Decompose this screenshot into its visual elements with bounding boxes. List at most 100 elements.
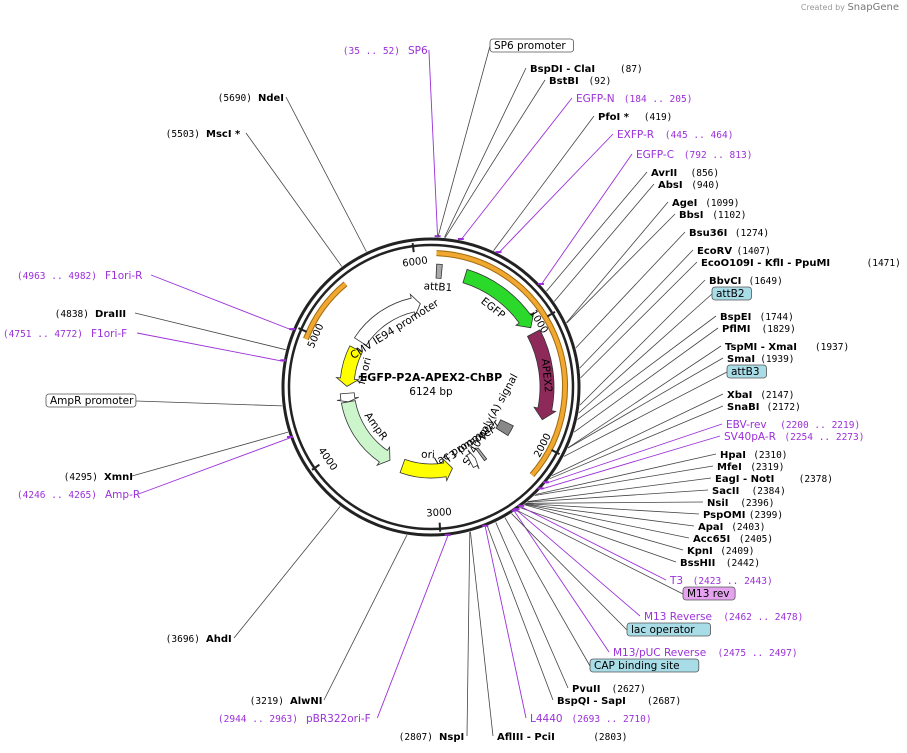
enzyme-bspqi-sapi[interactable]: BspQI - SapI(2687) — [557, 696, 681, 707]
primer-amp-r[interactable]: (4246 .. 4265)Amp-R — [17, 489, 140, 501]
enzyme-pflmi[interactable]: PflMI(1829) — [722, 324, 796, 335]
enzyme-nsii[interactable]: NsiI(2396) — [707, 498, 775, 509]
primer-range: (4751 .. 4772) — [3, 329, 83, 340]
enzyme-nspi[interactable]: (2807)NspI — [399, 732, 465, 743]
feature-arrow[interactable] — [353, 293, 421, 346]
enzyme-msci[interactable]: (5503)MscI * — [166, 129, 241, 140]
enzyme-position: (2803) — [593, 732, 627, 743]
enzyme-acc65i[interactable]: Acc65I(2405) — [693, 534, 773, 545]
enzyme-pvuii[interactable]: PvuII(2627) — [572, 684, 646, 695]
enzyme-name: PvuII — [572, 684, 600, 695]
boxed-ampr-promoter[interactable]: AmpR promoter — [45, 393, 137, 408]
enzyme-position: (2687) — [647, 696, 681, 707]
feature-arrow[interactable] — [475, 447, 488, 462]
enzyme-bbsi[interactable]: BbsI(1102) — [679, 210, 747, 221]
enzyme-bbvci[interactable]: BbvCI(1649) — [709, 276, 783, 287]
primer-f1ori-f[interactable]: (4751 .. 4772)F1ori-F — [3, 328, 127, 340]
primer-m13-puc-reverse[interactable]: M13/pUC Reverse(2475 .. 2497) — [613, 647, 798, 659]
primer-egfp-c[interactable]: EGFP-C(792 .. 813) — [636, 149, 752, 161]
box-leader — [437, 45, 491, 238]
primer-pbr322ori-f[interactable]: (2944 .. 2963)pBR322ori-F — [218, 713, 371, 725]
boxed-cap-binding-site[interactable]: CAP binding site — [589, 658, 700, 673]
enzyme-name: EcoRV — [697, 246, 732, 257]
enzyme-smai[interactable]: SmaI(1939) — [727, 354, 795, 365]
enzyme-ecoo109i-kfli-ppumi[interactable]: EcoO109I - KflI - PpuMI(1471) — [701, 258, 901, 269]
primer-name: M13 Reverse — [644, 611, 712, 623]
enzyme-leader — [524, 503, 690, 539]
enzyme-name: AbsI — [658, 180, 683, 191]
enzyme-snabi[interactable]: SnaBI(2172) — [727, 402, 801, 413]
feature-ori[interactable]: ori — [399, 449, 453, 483]
enzyme-apai[interactable]: ApaI(2403) — [698, 522, 766, 533]
enzyme-pspomi[interactable]: PspOMI(2399) — [703, 510, 783, 521]
scale-tick-mark — [298, 327, 308, 333]
enzyme-leader — [566, 213, 676, 324]
primer-sp6[interactable]: (35 .. 52)SP6 — [343, 45, 428, 57]
enzyme-absi[interactable]: AbsI(940) — [658, 180, 720, 191]
enzyme-alwni[interactable]: (3219)AlwNI — [250, 696, 323, 707]
enzyme-position: (5690) — [218, 93, 252, 104]
primer-t3[interactable]: T3(2423 .. 2443) — [669, 575, 773, 587]
enzyme-afliii-pcii[interactable]: AflIII - PciI(2803) — [497, 732, 628, 743]
primer-leader — [540, 435, 721, 490]
enzyme-avrii[interactable]: AvrII(856) — [651, 168, 719, 179]
boxed-sp6-promoter[interactable]: SP6 promoter — [489, 38, 574, 53]
primer-exfp-r[interactable]: EXFP-R(445 .. 464) — [617, 129, 733, 141]
enzyme-sacii[interactable]: SacII(2384) — [712, 486, 786, 497]
enzyme-kpni[interactable]: KpnI(2409) — [687, 546, 755, 557]
enzyme-ahdi[interactable]: (3696)AhdI — [166, 634, 232, 645]
primer-egfp-n[interactable]: EGFP-N(184 .. 205) — [576, 93, 692, 105]
feature-arrow[interactable] — [340, 400, 391, 467]
boxed-attb2[interactable]: attB2 — [711, 286, 752, 301]
primer-range: (2944 .. 2963) — [218, 714, 298, 725]
primer-sv40pa-r[interactable]: SV40pA-R(2254 .. 2273) — [724, 431, 864, 443]
enzyme-bsu36i[interactable]: Bsu36I(1274) — [689, 228, 769, 239]
enzyme-agei[interactable]: AgeI(1099) — [672, 198, 740, 209]
feature-arrow[interactable] — [399, 457, 453, 483]
primer-m13-reverse[interactable]: M13 Reverse(2462 .. 2478) — [644, 611, 803, 623]
feature-ampr[interactable]: AmpR — [340, 400, 391, 467]
enzyme-ndei[interactable]: (5690)NdeI — [218, 93, 284, 104]
boxed-lac-operator[interactable]: lac operator — [626, 622, 711, 637]
feature-arrow[interactable] — [495, 419, 514, 437]
enzyme-bsshii[interactable]: BssHII(2442) — [680, 558, 760, 569]
enzyme-xmni[interactable]: (4295)XmnI — [64, 472, 133, 483]
feature-arrow[interactable] — [336, 392, 359, 403]
enzyme-ecorv[interactable]: EcoRV(1407) — [697, 246, 771, 257]
feature-arrow[interactable] — [335, 345, 363, 387]
boxed-attb3[interactable]: attB3 — [726, 364, 767, 379]
enzyme-draiii[interactable]: (4838)DraIII — [55, 309, 126, 320]
enzyme-bstbi[interactable]: BstBI(92) — [549, 76, 611, 87]
enzyme-leader — [535, 453, 717, 495]
feature-ampr-promoter[interactable] — [336, 392, 359, 403]
enzyme-position: (2310) — [753, 450, 787, 461]
scale-tick-label: 3000 — [426, 507, 452, 520]
enzyme-pfoi[interactable]: PfoI *(419) — [598, 112, 672, 123]
feature-attb1[interactable]: attB1 — [423, 263, 453, 294]
feature-apex2[interactable]: APEX2 — [526, 329, 557, 421]
enzyme-tspmi-xmai[interactable]: TspMI - XmaI(1937) — [725, 342, 849, 353]
primer-ebv-rev[interactable]: EBV-rev(2200 .. 2219) — [726, 419, 860, 431]
enzyme-bspdi-clai[interactable]: BspDI - ClaI(87) — [530, 64, 643, 75]
enzyme-leader — [524, 504, 684, 551]
orf-arc — [304, 282, 347, 340]
feature-box — [589, 658, 700, 673]
enzyme-hpai[interactable]: HpaI (2310) — [720, 450, 788, 461]
enzyme-mfei[interactable]: MfeI(2319) — [717, 462, 785, 473]
enzyme-xbai[interactable]: XbaI(2147) — [727, 390, 795, 401]
boxed-m13-rev[interactable]: M13 rev — [682, 586, 736, 601]
primer-f1ori-r[interactable]: (4963 .. 4982)F1ori-R — [17, 270, 143, 282]
feature-arrow[interactable] — [526, 329, 557, 421]
feature-arrow[interactable] — [462, 268, 535, 329]
enzyme-name: Bsu36I — [689, 228, 727, 239]
primer-name: T3 — [669, 575, 683, 587]
enzyme-eagi-noti[interactable]: EagI - NotI(2378) — [715, 474, 833, 485]
feature-arrow[interactable] — [435, 263, 443, 279]
backbone-inner — [287, 243, 575, 531]
enzyme-bspei[interactable]: BspEI(1744) — [720, 312, 794, 323]
feature-cmv-ie94-promoter[interactable]: CMV IE94 promoter — [348, 293, 442, 362]
enzyme-name: HpaI — [720, 450, 746, 461]
feature-arrow[interactable] — [466, 449, 480, 470]
primer-l4440[interactable]: L4440(2693 .. 2710) — [530, 713, 652, 725]
